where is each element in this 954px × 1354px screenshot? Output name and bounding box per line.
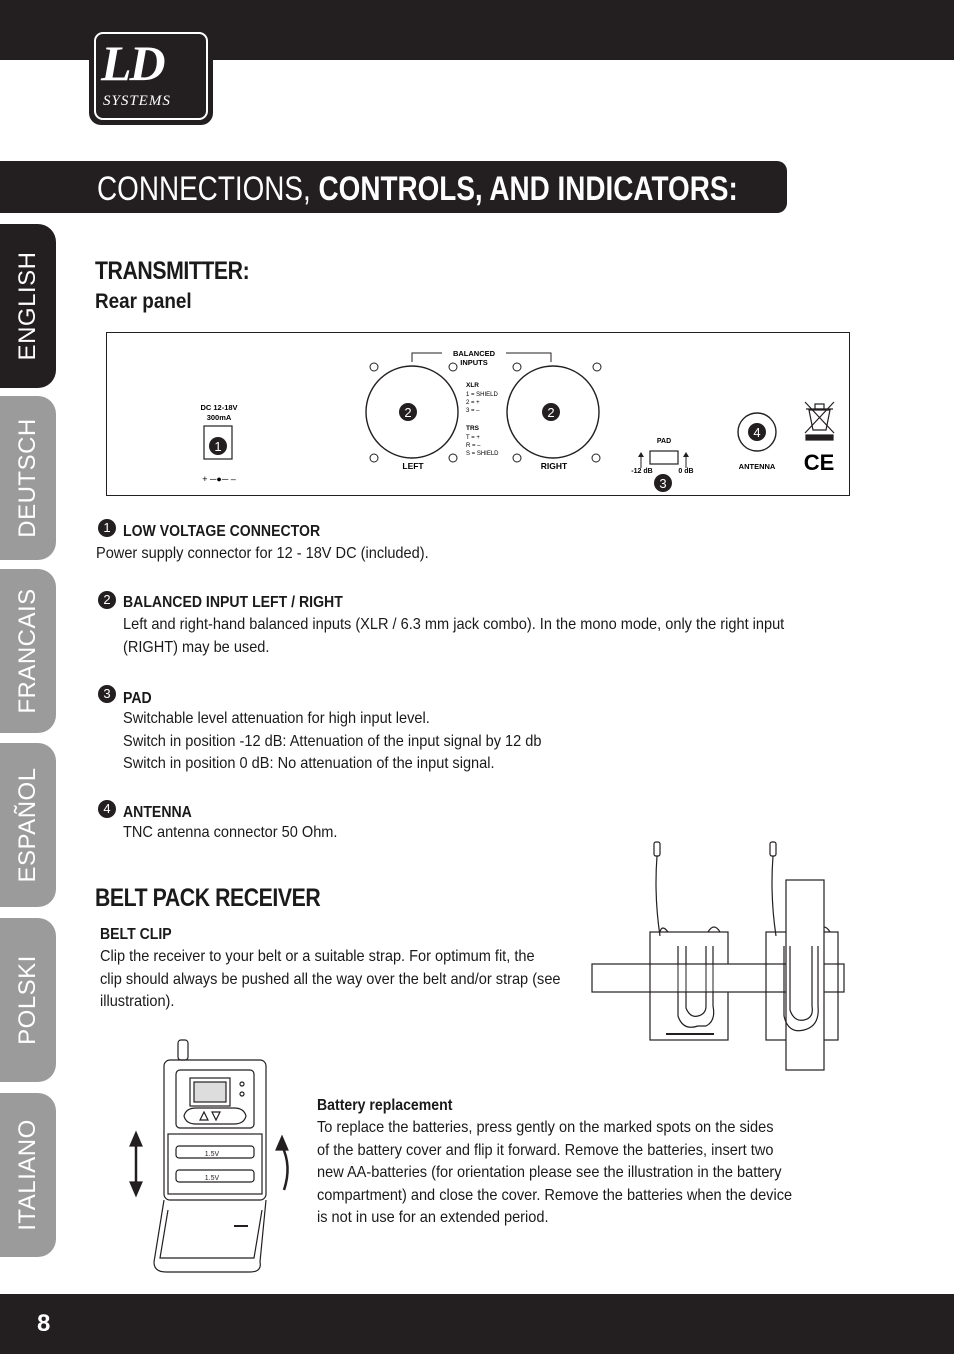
battery-replacement-illustration: 1.5V 1.5V xyxy=(124,1038,304,1278)
svg-text:2 = +: 2 = + xyxy=(466,400,480,406)
svg-text:3: 3 xyxy=(659,476,666,491)
item-4-title: ANTENNA xyxy=(123,804,192,821)
transmitter-heading: TRANSMITTER: xyxy=(95,257,250,285)
weee-bin-icon xyxy=(804,401,834,441)
pad-switch xyxy=(648,449,679,465)
left-input-connector xyxy=(364,364,459,459)
item-2-bullet: 2 xyxy=(98,591,116,609)
svg-text:-12 dB: -12 dB xyxy=(631,468,652,475)
belt-clip-title: BELT CLIP xyxy=(100,926,172,943)
callout-4-icon xyxy=(747,422,766,441)
battery-replacement-text: To replace the batteries, press gently o… xyxy=(317,1119,793,1226)
svg-text:1.5V: 1.5V xyxy=(205,1151,220,1158)
svg-text:1.5V: 1.5V xyxy=(205,1175,220,1182)
svg-text:300mA: 300mA xyxy=(206,413,231,422)
svg-text:1 = SHIELD: 1 = SHIELD xyxy=(466,392,499,398)
callout-3-icon xyxy=(653,473,672,492)
svg-text:2: 2 xyxy=(547,405,554,420)
svg-text:BALANCED: BALANCED xyxy=(452,349,495,358)
belt-clip-illustration xyxy=(588,836,848,1072)
item-2-text: Left and right-hand balanced inputs (XLR… xyxy=(123,616,785,656)
svg-text:RIGHT: RIGHT xyxy=(540,461,567,471)
tab-italiano[interactable]: ITALIANO xyxy=(0,1093,56,1257)
svg-text:XLR: XLR xyxy=(466,382,479,389)
dc-jack xyxy=(202,424,233,460)
belt-pack-heading: BELT PACK RECEIVER xyxy=(95,884,321,912)
svg-text:T = +: T = + xyxy=(466,435,480,441)
svg-text:INPUTS: INPUTS xyxy=(460,358,488,367)
callout-2-left-icon xyxy=(398,402,417,421)
ld-systems-logo: LD SYSTEMS xyxy=(89,27,213,125)
svg-text:0 dB: 0 dB xyxy=(678,468,693,475)
bottom-bar xyxy=(0,1294,954,1354)
item-1-text: Power supply connector for 12 - 18V DC (… xyxy=(96,545,429,562)
svg-text:ANTENNA: ANTENNA xyxy=(738,462,775,471)
svg-text:4: 4 xyxy=(753,425,760,440)
svg-text:S = SHIELD: S = SHIELD xyxy=(466,451,499,457)
page-number: 8 xyxy=(37,1310,51,1337)
tab-polski[interactable]: POLSKI xyxy=(0,918,56,1082)
rear-panel-subheading: Rear panel xyxy=(95,290,192,313)
polarity-symbol: + ─●─ – xyxy=(202,474,235,484)
rear-panel-diagram: DC 12-18V 300mA 1 + ─●─ – BALANCED INPUT… xyxy=(106,332,850,496)
item-4-text: TNC antenna connector 50 Ohm. xyxy=(123,824,338,841)
item-4-bullet: 4 xyxy=(98,800,116,818)
svg-text:1: 1 xyxy=(214,439,221,454)
callout-1-icon xyxy=(208,436,227,455)
item-1-bullet: 1 xyxy=(98,519,116,537)
item-1-title: LOW VOLTAGE CONNECTOR xyxy=(123,523,321,540)
tab-francais[interactable]: FRANCAIS xyxy=(0,569,56,733)
dc-rating-label: DC 12-18V xyxy=(200,403,237,412)
svg-text:2: 2 xyxy=(404,405,411,420)
item-3-bullet: 3 xyxy=(98,685,116,703)
belt-clip-text: Clip the receiver to your belt or a suit… xyxy=(100,948,561,1010)
item-2-title: BALANCED INPUT LEFT / RIGHT xyxy=(123,594,343,611)
antenna-connector xyxy=(736,411,777,452)
svg-text:LEFT: LEFT xyxy=(402,461,424,471)
item-3-text: Switchable level attenuation for high in… xyxy=(123,710,542,772)
svg-text:TRS: TRS xyxy=(466,425,480,432)
tab-espanol[interactable]: ESPAÑOL xyxy=(0,743,56,907)
battery-replacement-title: Battery replacement xyxy=(317,1097,453,1114)
title-bar xyxy=(0,161,787,213)
svg-text:R = –: R = – xyxy=(466,443,481,449)
svg-text:3 = –: 3 = – xyxy=(466,408,480,414)
right-input-connector xyxy=(505,364,600,459)
page-title: CONNECTIONS, CONTROLS, AND INDICATORS: xyxy=(97,170,738,208)
ce-mark-icon: CE xyxy=(803,450,834,475)
tab-english[interactable]: ENGLISH xyxy=(0,224,56,388)
svg-text:PAD: PAD xyxy=(656,438,670,445)
callout-2-right-icon xyxy=(541,402,560,421)
tab-deutsch[interactable]: DEUTSCH xyxy=(0,396,56,560)
item-3-title: PAD xyxy=(123,690,152,707)
